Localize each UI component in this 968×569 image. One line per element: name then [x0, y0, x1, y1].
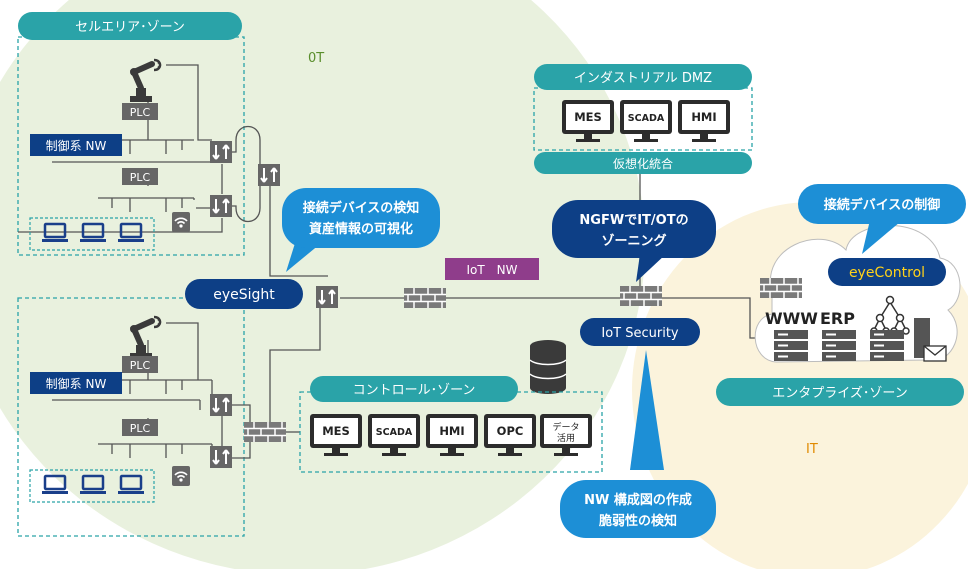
ngfw-callout [552, 200, 716, 258]
virtualization-bar [534, 152, 752, 174]
system-monitor: MES [310, 414, 362, 456]
cell-zone-title-text: セルエリア･ゾーン [75, 20, 185, 35]
plc-box [122, 419, 158, 436]
eyesight-badge [185, 279, 303, 309]
control-device-callout-text: 接続デバイスの制御 [824, 197, 941, 213]
system-monitor: OPC [484, 414, 536, 456]
server-icon [869, 329, 905, 362]
ot-zone-label: 0T [308, 51, 324, 66]
server-icon [773, 329, 809, 362]
pc-group-box [29, 217, 155, 251]
cell-zone-title [18, 12, 242, 40]
iot-nw-badge [445, 258, 539, 280]
nw-callout-line1: NW 構成図の作成 [584, 492, 692, 508]
ot-zone-background [0, 0, 645, 569]
erp-label: ERP [820, 309, 855, 328]
system-monitor: MES [562, 100, 614, 142]
it-zone-label: IT [806, 442, 818, 457]
switch-icon [315, 285, 339, 309]
control-nw-label: 制御系 NW [46, 138, 107, 153]
firewall-icon [243, 421, 287, 443]
switch-icon [209, 194, 233, 218]
www-label: WWW [765, 309, 818, 328]
control-zone-title [310, 376, 518, 402]
firewall-icon [759, 277, 803, 299]
system-label: SCADA [628, 113, 665, 124]
dmz-systems: MES SCADA HMI [562, 100, 730, 142]
callout-pointer [636, 254, 666, 282]
pc-group-box [29, 469, 155, 503]
enterprise-zone-title [716, 378, 964, 406]
mail-server-icon [914, 318, 947, 362]
control-nw-label: 制御系 NW [46, 376, 107, 391]
system-monitor: SCADA [620, 100, 672, 142]
ngfw-callout-line2: ゾーニング [601, 233, 666, 249]
switch-icon [257, 163, 281, 187]
data-use-line2: 活用 [557, 432, 575, 444]
control-systems: MES SCADA HMI OPC [310, 414, 536, 456]
dmz-title [534, 64, 752, 90]
plc-box [122, 356, 158, 373]
data-use-line1: データ [552, 421, 579, 433]
ngfw-callout-line1: NGFWでIT/OTの [579, 213, 688, 228]
callout-pointer [630, 350, 664, 470]
iot-security-label: IoT Security [601, 326, 679, 341]
detect-callout-line2: 資産情報の可視化 [309, 221, 413, 237]
database-icon [529, 340, 567, 394]
switch-icon [209, 140, 233, 164]
control-device-callout [798, 184, 966, 224]
system-label: HMI [691, 110, 716, 124]
cell-zone-lower-box [17, 297, 245, 537]
nw-callout-line2: 脆弱性の検知 [598, 513, 677, 529]
system-label: MES [574, 110, 602, 124]
enterprise-zone-title-text: エンタプライズ･ゾーン [772, 385, 907, 401]
detect-callout [282, 188, 440, 248]
control-zone-title-text: コントロール･ゾーン [353, 383, 476, 398]
firewall-icon [403, 287, 447, 309]
detect-callout-line1: 接続デバイスの検知 [303, 200, 420, 216]
plc-label: PLC [130, 359, 151, 372]
callout-pointer [862, 220, 900, 254]
system-monitor: SCADA [368, 414, 420, 456]
control-nw-badge [30, 372, 122, 394]
iot-security-badge [580, 318, 700, 346]
switch-icon [209, 393, 233, 417]
laptop-icon [40, 474, 70, 496]
system-label: SCADA [376, 427, 413, 438]
plc-label: PLC [130, 422, 151, 435]
switch-icon [209, 445, 233, 469]
iot-nw-label: IoT NW [466, 263, 517, 277]
system-label: MES [322, 424, 350, 438]
server-icon [821, 329, 857, 362]
system-monitor: HMI [678, 100, 730, 142]
dmz-title-text: インダストリアル DMZ [574, 71, 712, 86]
plc-box [122, 168, 158, 185]
plc-box [122, 103, 158, 120]
nw-callout [560, 480, 716, 538]
eyesight-label: eyeSight [213, 287, 275, 303]
plc-label: PLC [130, 106, 151, 119]
system-label: HMI [439, 424, 464, 438]
firewall-icon [619, 285, 663, 307]
eyecontrol-badge [828, 258, 946, 286]
plc-label: PLC [130, 171, 151, 184]
wifi-icon [171, 465, 191, 487]
system-monitor: HMI [426, 414, 478, 456]
system-label: OPC [497, 424, 524, 438]
wifi-icon [171, 211, 191, 233]
virtualization-label: 仮想化統合 [613, 156, 673, 171]
control-nw-badge [30, 134, 122, 156]
eyecontrol-label: eyeControl [849, 265, 925, 281]
